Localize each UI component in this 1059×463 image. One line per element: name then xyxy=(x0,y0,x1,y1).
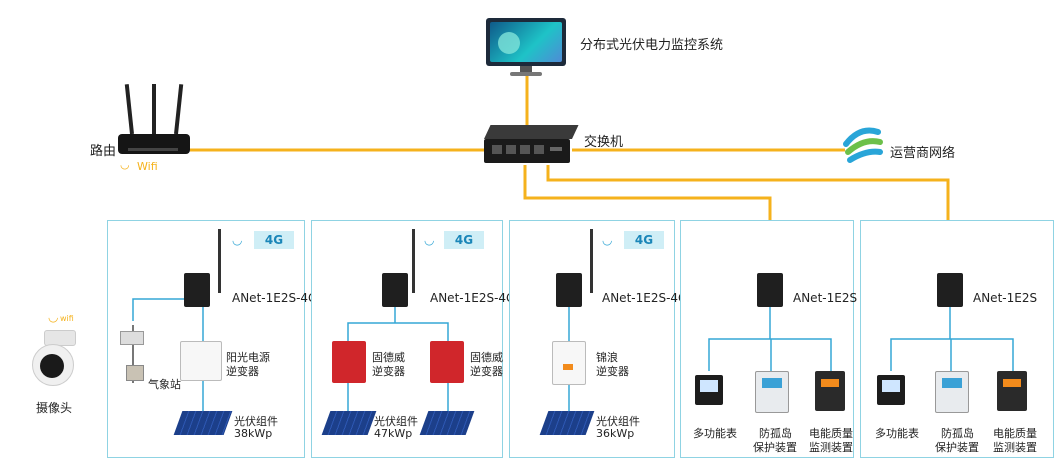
weather-station-label: 气象站 xyxy=(148,378,181,391)
local-wiring xyxy=(708,307,832,371)
inverter-brand-label: 固德威 xyxy=(372,351,405,364)
tag-4g: 4G xyxy=(624,231,664,249)
gateway-label: ANet-1E2S-4G xyxy=(232,291,318,305)
switch-icon xyxy=(484,125,579,165)
page-title: 分布式光伏电力监控系统 xyxy=(580,38,724,53)
device-label: 保护装置 xyxy=(753,441,797,454)
inverter-brand-label: 阳光电源 xyxy=(226,351,270,364)
inverter-brand-label: 锦浪 xyxy=(596,351,618,364)
tag-4g: 4G xyxy=(254,231,294,249)
anti-islanding-device-icon xyxy=(935,371,969,413)
solar-panel-icon xyxy=(321,411,377,435)
antenna-icon xyxy=(590,229,593,293)
router-icon xyxy=(118,84,192,158)
device-label: 多功能表 xyxy=(875,427,919,440)
site-box-5: ANet-1E2S 多功能表 防孤岛 保护装置 电能质量 监测装置 xyxy=(860,220,1054,458)
gateway-device-icon xyxy=(757,273,783,307)
multifunction-meter-icon xyxy=(695,375,723,405)
router-wifi-label: Wifi xyxy=(137,160,158,173)
device-label: 电能质量 xyxy=(809,427,853,440)
local-wiring xyxy=(890,307,1014,371)
solar-panel-icon xyxy=(173,411,233,435)
solar-panel-icon xyxy=(419,411,475,435)
device-label: 多功能表 xyxy=(693,427,737,440)
power-quality-monitor-icon xyxy=(815,371,845,411)
monitor-icon xyxy=(486,18,566,76)
device-label: 电能质量 xyxy=(993,427,1037,440)
inverter-type-label: 逆变器 xyxy=(226,365,259,378)
pv-value: 38kWp xyxy=(234,427,273,440)
antenna-icon xyxy=(218,229,221,293)
anti-islanding-device-icon xyxy=(755,371,789,413)
camera-wifi-icon: ◡ xyxy=(48,310,59,324)
local-wiring xyxy=(347,307,449,411)
inverter-type-label: 逆变器 xyxy=(596,365,629,378)
carrier-logo-icon xyxy=(843,127,883,163)
gateway-label: ANet-1E2S xyxy=(793,291,858,305)
inverter-icon xyxy=(430,341,464,383)
gateway-device-icon xyxy=(184,273,210,307)
wifi-4g-icon: ◡ xyxy=(424,233,435,247)
pv-label: 光伏组件 xyxy=(596,415,640,428)
tag-4g: 4G xyxy=(444,231,484,249)
gateway-device-icon xyxy=(556,273,582,307)
inverter-type-label: 逆变器 xyxy=(372,365,405,378)
weather-station-icon xyxy=(116,325,152,385)
switch-label: 交换机 xyxy=(584,135,624,150)
local-wiring xyxy=(568,307,570,411)
site-box-2: 4G ◡ ANet-1E2S-4G 固德威 逆变器 固德威 逆变器 光伏组件 4… xyxy=(311,220,515,458)
inverter-icon xyxy=(552,341,586,385)
site-box-4: ANet-1E2S 多功能表 防孤岛 保护装置 电能质量 监测装置 xyxy=(680,220,858,458)
gateway-label: ANet-1E2S xyxy=(973,291,1038,305)
gateway-label: ANet-1E2S-4G xyxy=(602,291,688,305)
inverter-type-label: 逆变器 xyxy=(470,365,503,378)
device-label: 监测装置 xyxy=(809,441,853,454)
wifi-icon: ◡ xyxy=(120,158,130,171)
carrier-label: 运营商网络 xyxy=(890,146,956,161)
wifi-4g-icon: ◡ xyxy=(232,233,243,247)
device-label: 保护装置 xyxy=(935,441,979,454)
site-box-3: 4G ◡ ANet-1E2S-4G 锦浪 逆变器 光伏组件 36kWp xyxy=(509,220,687,458)
power-quality-monitor-icon xyxy=(997,371,1027,411)
inverter-icon xyxy=(180,341,222,381)
wifi-4g-icon: ◡ xyxy=(602,233,613,247)
inverter-icon xyxy=(332,341,366,383)
device-label: 监测装置 xyxy=(993,441,1037,454)
local-wiring xyxy=(132,298,204,411)
device-label: 防孤岛 xyxy=(759,427,792,440)
pv-value: 36kWp xyxy=(596,427,635,440)
camera-label: 摄像头 xyxy=(36,401,73,415)
gateway-device-icon xyxy=(382,273,408,307)
device-label: 防孤岛 xyxy=(941,427,974,440)
gateway-label: ANet-1E2S-4G xyxy=(430,291,516,305)
pv-label: 光伏组件 xyxy=(374,415,418,428)
router-label: 路由 xyxy=(90,144,117,159)
camera-icon xyxy=(30,330,76,388)
site-box-1: 4G ◡ ANet-1E2S-4G 气象站 阳光电源 逆变器 光伏组件 38kW… xyxy=(107,220,317,458)
solar-panel-icon xyxy=(539,411,595,435)
antenna-icon xyxy=(412,229,415,293)
multifunction-meter-icon xyxy=(877,375,905,405)
pv-label: 光伏组件 xyxy=(234,415,278,428)
camera-wifi-label: wifi xyxy=(60,314,74,323)
inverter-brand-label: 固德威 xyxy=(470,351,503,364)
pv-value: 47kWp xyxy=(374,427,413,440)
gateway-device-icon xyxy=(937,273,963,307)
